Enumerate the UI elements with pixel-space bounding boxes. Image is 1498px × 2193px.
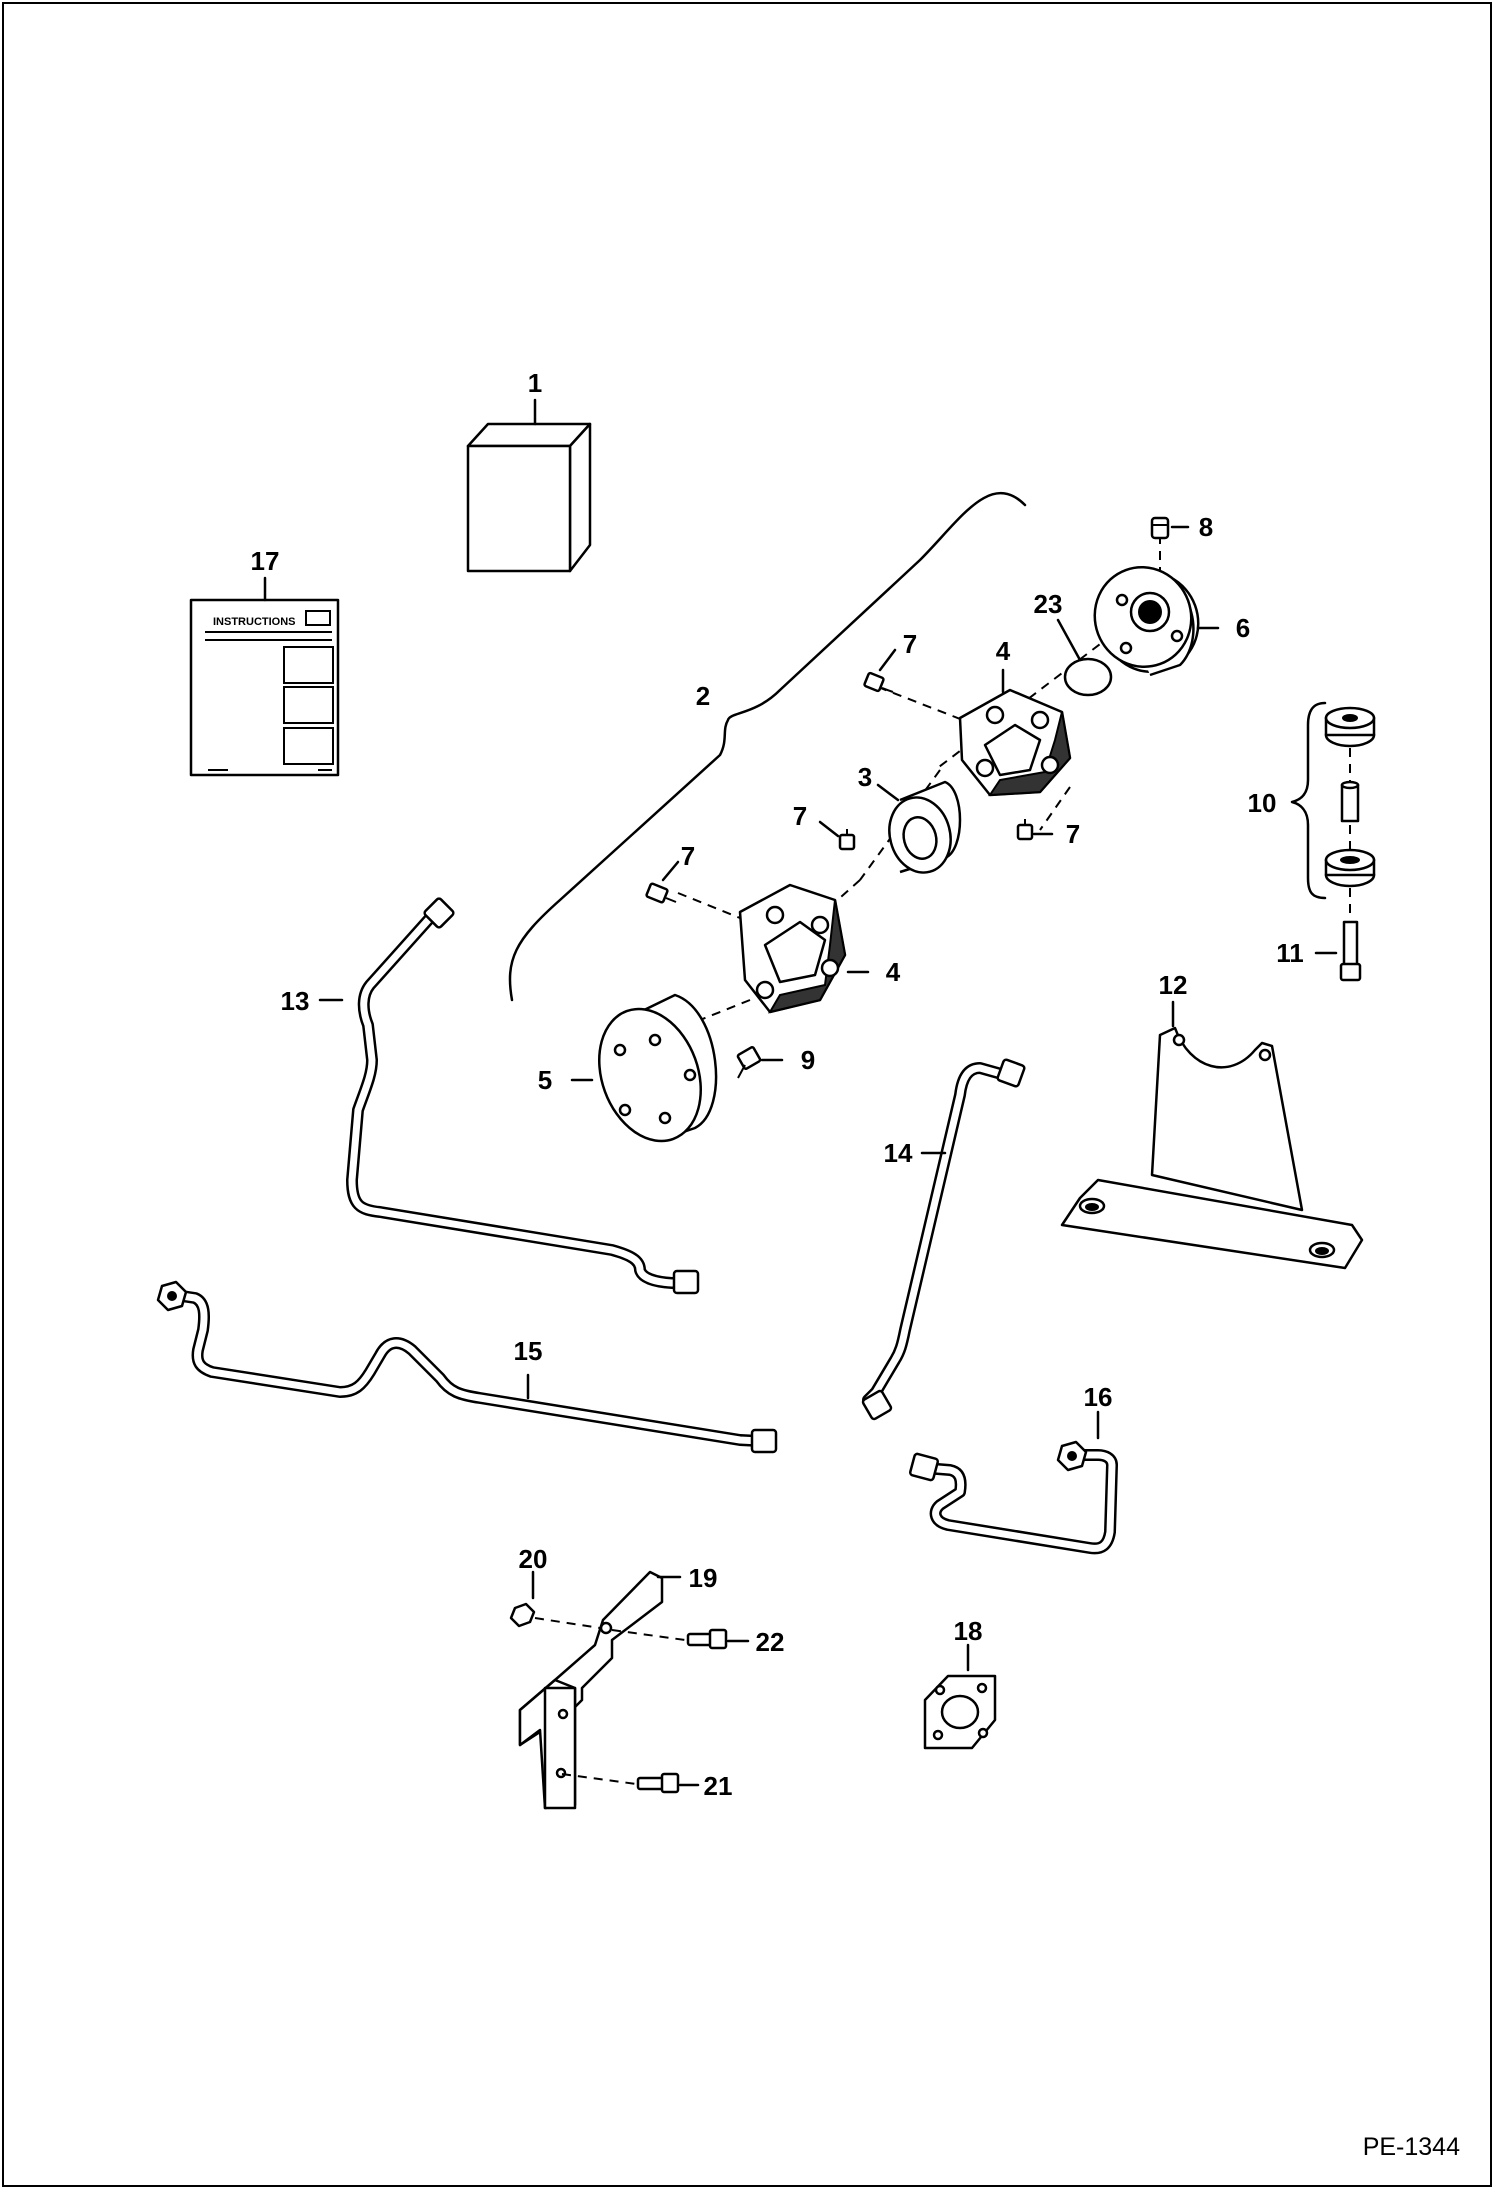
part-2-brace [508,491,1027,1002]
part-10-brace [1290,701,1327,900]
callout-15: 15 [514,1336,543,1366]
callout-18: 18 [954,1616,983,1646]
part-12-mounting-bracket [1060,1026,1364,1270]
callout-12: 12 [1159,970,1188,1000]
callout-5: 5 [538,1065,552,1095]
part-3-spacer-sleeve [888,780,962,874]
part-22-bolt [686,1628,728,1650]
instructions-title: INSTRUCTIONS [213,616,296,628]
part-7-bolt-b [838,829,856,851]
callout-7a: 7 [903,629,917,659]
part-4-coupler-element-upper [958,688,1072,797]
callout-9: 9 [801,1045,815,1075]
part-7-bolt-c [645,882,677,904]
callout-20: 20 [519,1544,548,1574]
callout-23: 23 [1034,589,1063,619]
part-23-plug [1063,657,1113,697]
callout-4-upper: 4 [996,636,1011,666]
part-8-set-screw [1150,516,1170,540]
callout-2: 2 [696,681,710,711]
part-7-bolt-a [863,671,894,693]
part-9-bolt [736,1046,762,1079]
part-11-bolt [1339,920,1362,982]
part-1-carton [466,422,592,573]
part-13-hydraulic-tube [346,897,700,1295]
part-21-bolt [636,1772,680,1794]
part-6-hub-flange [1093,565,1200,677]
callout-3: 3 [858,762,872,792]
callout-7b: 7 [793,801,807,831]
part-10-isolator-top [1324,706,1376,748]
callout-6: 6 [1236,613,1250,643]
callout-11: 11 [1276,938,1304,968]
callout-13: 13 [281,986,310,1016]
part-14-hydraulic-tube [861,1058,1026,1421]
callout-22: 22 [756,1627,785,1657]
callout-1: 1 [528,368,542,398]
callout-14: 14 [884,1138,913,1168]
callout-4-lower: 4 [886,957,901,987]
callout-10: 10 [1248,788,1277,818]
callout-19: 19 [689,1563,718,1593]
part-20-nut [509,1602,536,1628]
part-18-gasket [923,1674,997,1750]
callout-8: 8 [1199,512,1213,542]
part-16-hydraulic-tube [908,1440,1118,1555]
callout-17: 17 [251,546,280,576]
callout-7c: 7 [681,841,695,871]
part-7-bolt-d [1016,819,1034,841]
part-5-drive-flange [598,993,718,1143]
part-17-instruction-sheet: INSTRUCTIONS [189,598,340,777]
part-15-hydraulic-tube [156,1280,778,1454]
drawing-code: PE-1344 [1363,2133,1460,2161]
part-19-support-bracket [518,1570,664,1810]
callout-16: 16 [1084,1382,1113,1412]
callout-7d: 7 [1066,819,1080,849]
part-10-sleeve [1340,780,1360,823]
part-4-coupler-element-lower [738,883,847,1014]
callout-21: 21 [704,1771,733,1801]
part-10-isolator-bottom [1324,848,1376,888]
